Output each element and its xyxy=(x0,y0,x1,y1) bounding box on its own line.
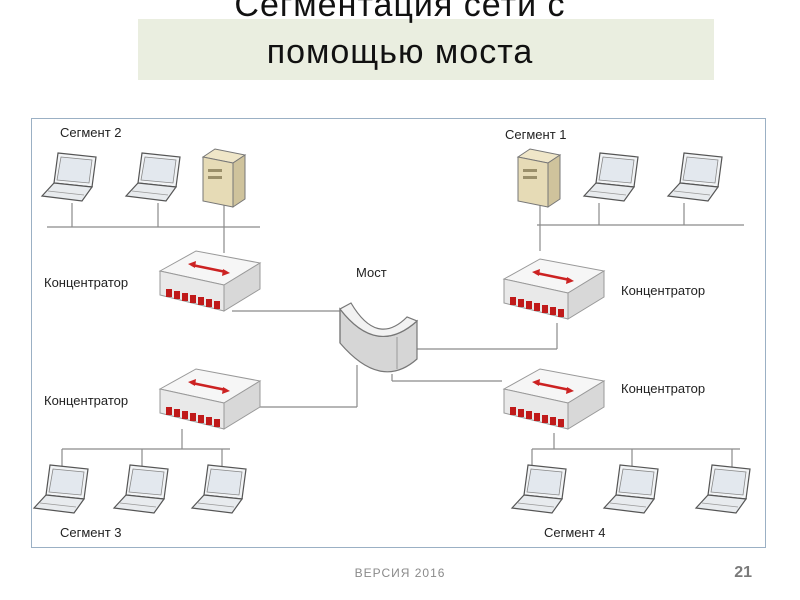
bridge-icon xyxy=(339,302,419,373)
bridge-label: Мост xyxy=(356,265,387,280)
hub-label-top-right: Концентратор xyxy=(621,283,706,298)
connection-lines xyxy=(47,203,744,467)
laptop-icon xyxy=(511,464,567,514)
hub-label-bottom-left: Концентратор xyxy=(44,393,129,408)
laptop-icon xyxy=(583,152,639,202)
hub-label-bottom-right: Концентратор xyxy=(621,381,706,396)
hub-icon xyxy=(158,249,262,313)
laptop-icon xyxy=(695,464,751,514)
slide-title-line-2: помощью моста xyxy=(266,33,534,71)
diagram-canvas xyxy=(33,148,751,514)
title-background xyxy=(138,19,714,80)
laptop-icon xyxy=(603,464,659,514)
server-icon xyxy=(202,148,246,208)
segment-3-label: Сегмент 3 xyxy=(60,525,122,540)
footer-version: ВЕРСИЯ 2016 xyxy=(354,566,446,580)
laptop-icon xyxy=(113,464,169,514)
segment-1-label: Сегмент 1 xyxy=(505,127,567,142)
server-icon xyxy=(517,148,561,208)
laptop-icon xyxy=(125,152,181,202)
hub-label-top-left: Концентратор xyxy=(44,275,129,290)
page-number: 21 xyxy=(734,564,752,581)
laptop-icon xyxy=(41,152,97,202)
hub-icon xyxy=(158,367,262,431)
segment-2-label: Сегмент 2 xyxy=(60,125,122,140)
hub-icon xyxy=(502,367,606,431)
network-diagram: Сегмент 2 Сегмент 1 Концентратор Концент… xyxy=(31,118,766,548)
hub-icon xyxy=(502,257,606,321)
laptop-icon xyxy=(33,464,89,514)
segment-4-label: Сегмент 4 xyxy=(544,525,606,540)
laptop-icon xyxy=(667,152,723,202)
laptop-icon xyxy=(191,464,247,514)
slide-title-line-1: Сегментация сети с xyxy=(234,0,566,24)
